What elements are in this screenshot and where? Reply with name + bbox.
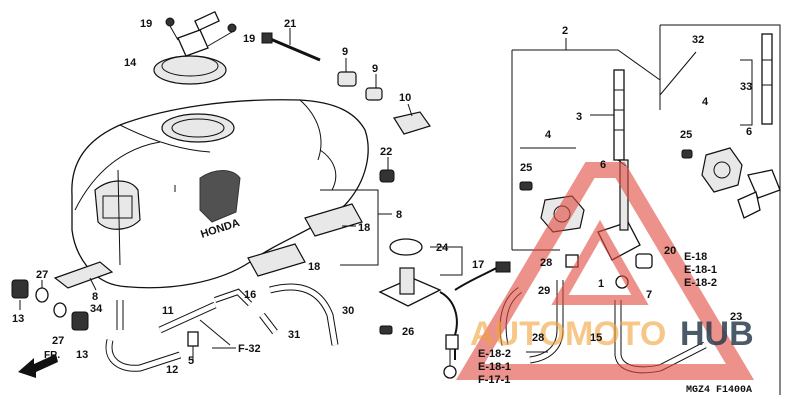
- callout-26: 26: [402, 326, 414, 338]
- callout-31: 31: [288, 329, 300, 341]
- diagram-code: MGZ4 F1400A: [686, 385, 752, 396]
- callout-24: 24: [436, 242, 449, 254]
- callout-18a: 18: [358, 222, 370, 234]
- callout-11: 11: [162, 305, 174, 317]
- callout-15: 15: [590, 332, 602, 344]
- callout-25a: 25: [520, 162, 532, 174]
- bushing-9b: [365, 74, 383, 101]
- callout-27b: 27: [52, 335, 64, 347]
- grommet-26: [379, 325, 393, 335]
- callout-5: 5: [188, 355, 194, 367]
- rubber-13b: [71, 311, 89, 331]
- callout-19a: 19: [140, 18, 152, 30]
- rubber-13a: [11, 279, 29, 299]
- callout-8b: 8: [92, 291, 98, 303]
- callout-8a: 8: [396, 209, 402, 221]
- ref-f32: F-32: [238, 343, 261, 355]
- callout-9a: 9: [342, 46, 348, 58]
- callout-6a: 6: [600, 159, 606, 171]
- callout-25b: 25: [680, 129, 692, 141]
- callout-18b: 18: [308, 261, 320, 273]
- clamp-5: [187, 331, 199, 347]
- ref-e18-2-a: E-18-2: [684, 277, 717, 289]
- callout-20: 20: [664, 245, 676, 257]
- pad-18-upper: [304, 203, 363, 237]
- fuel-cock-assembly-right: [681, 147, 781, 219]
- washer-27a: [35, 287, 49, 303]
- callout-3: 3: [576, 111, 582, 123]
- front-direction-arrow: [18, 354, 58, 378]
- ref-e18-1-a: E-18-1: [684, 264, 717, 276]
- fuel-tank: [71, 99, 369, 289]
- callout-33: 33: [740, 81, 752, 93]
- watermark-text-moto: MOTO: [565, 315, 666, 353]
- callout-34: 34: [90, 303, 103, 315]
- callout-14: 14: [124, 57, 137, 69]
- ref-f17-1: F-17-1: [478, 374, 510, 386]
- callout-10: 10: [399, 92, 411, 104]
- callout-22: 22: [380, 146, 392, 158]
- callout-7: 7: [646, 289, 652, 301]
- callout-2: 2: [562, 25, 568, 37]
- callout-4b: 4: [702, 96, 709, 108]
- grommet-22: [379, 169, 395, 183]
- bolt-21: [261, 28, 321, 62]
- callout-19b: 19: [243, 33, 255, 45]
- callout-4a: 4: [545, 129, 552, 141]
- watermark-text-auto: AUTO: [470, 315, 566, 353]
- watermark-text-hub: HUB: [680, 315, 754, 353]
- pad-18-lower: [247, 243, 306, 277]
- callout-21: 21: [284, 18, 296, 30]
- fuel-strainer-33: [761, 33, 773, 125]
- callout-1: 1: [598, 278, 604, 290]
- pad-8-left: [53, 261, 114, 289]
- callout-32: 32: [692, 34, 704, 46]
- ref-e18-a: E-18: [684, 251, 707, 263]
- watermark-logo: [455, 162, 755, 380]
- callout-17: 17: [472, 259, 484, 271]
- bushing-9a: [337, 58, 357, 87]
- callout-27a: 27: [36, 269, 48, 281]
- callout-13b: 13: [76, 349, 88, 361]
- callout-28a: 28: [540, 257, 552, 269]
- callout-28b: 28: [532, 332, 544, 344]
- callout-9b: 9: [372, 63, 378, 75]
- callout-6b: 6: [746, 126, 752, 138]
- fuel-pump-unit: [378, 238, 511, 379]
- front-direction-label: FR.: [44, 350, 60, 361]
- washer-27b: [53, 302, 67, 318]
- callout-16: 16: [244, 289, 256, 301]
- ref-e18-1-b: E-18-1: [478, 361, 511, 373]
- callout-23: 23: [730, 311, 742, 323]
- fuel-strainer-3: [613, 69, 625, 161]
- ref-e18-2-b: E-18-2: [478, 348, 511, 360]
- callout-13a: 13: [12, 313, 24, 325]
- callout-29: 29: [538, 285, 550, 297]
- callout-12: 12: [166, 364, 178, 376]
- callout-30: 30: [342, 305, 354, 317]
- fuel-cap-assembly: [153, 10, 237, 85]
